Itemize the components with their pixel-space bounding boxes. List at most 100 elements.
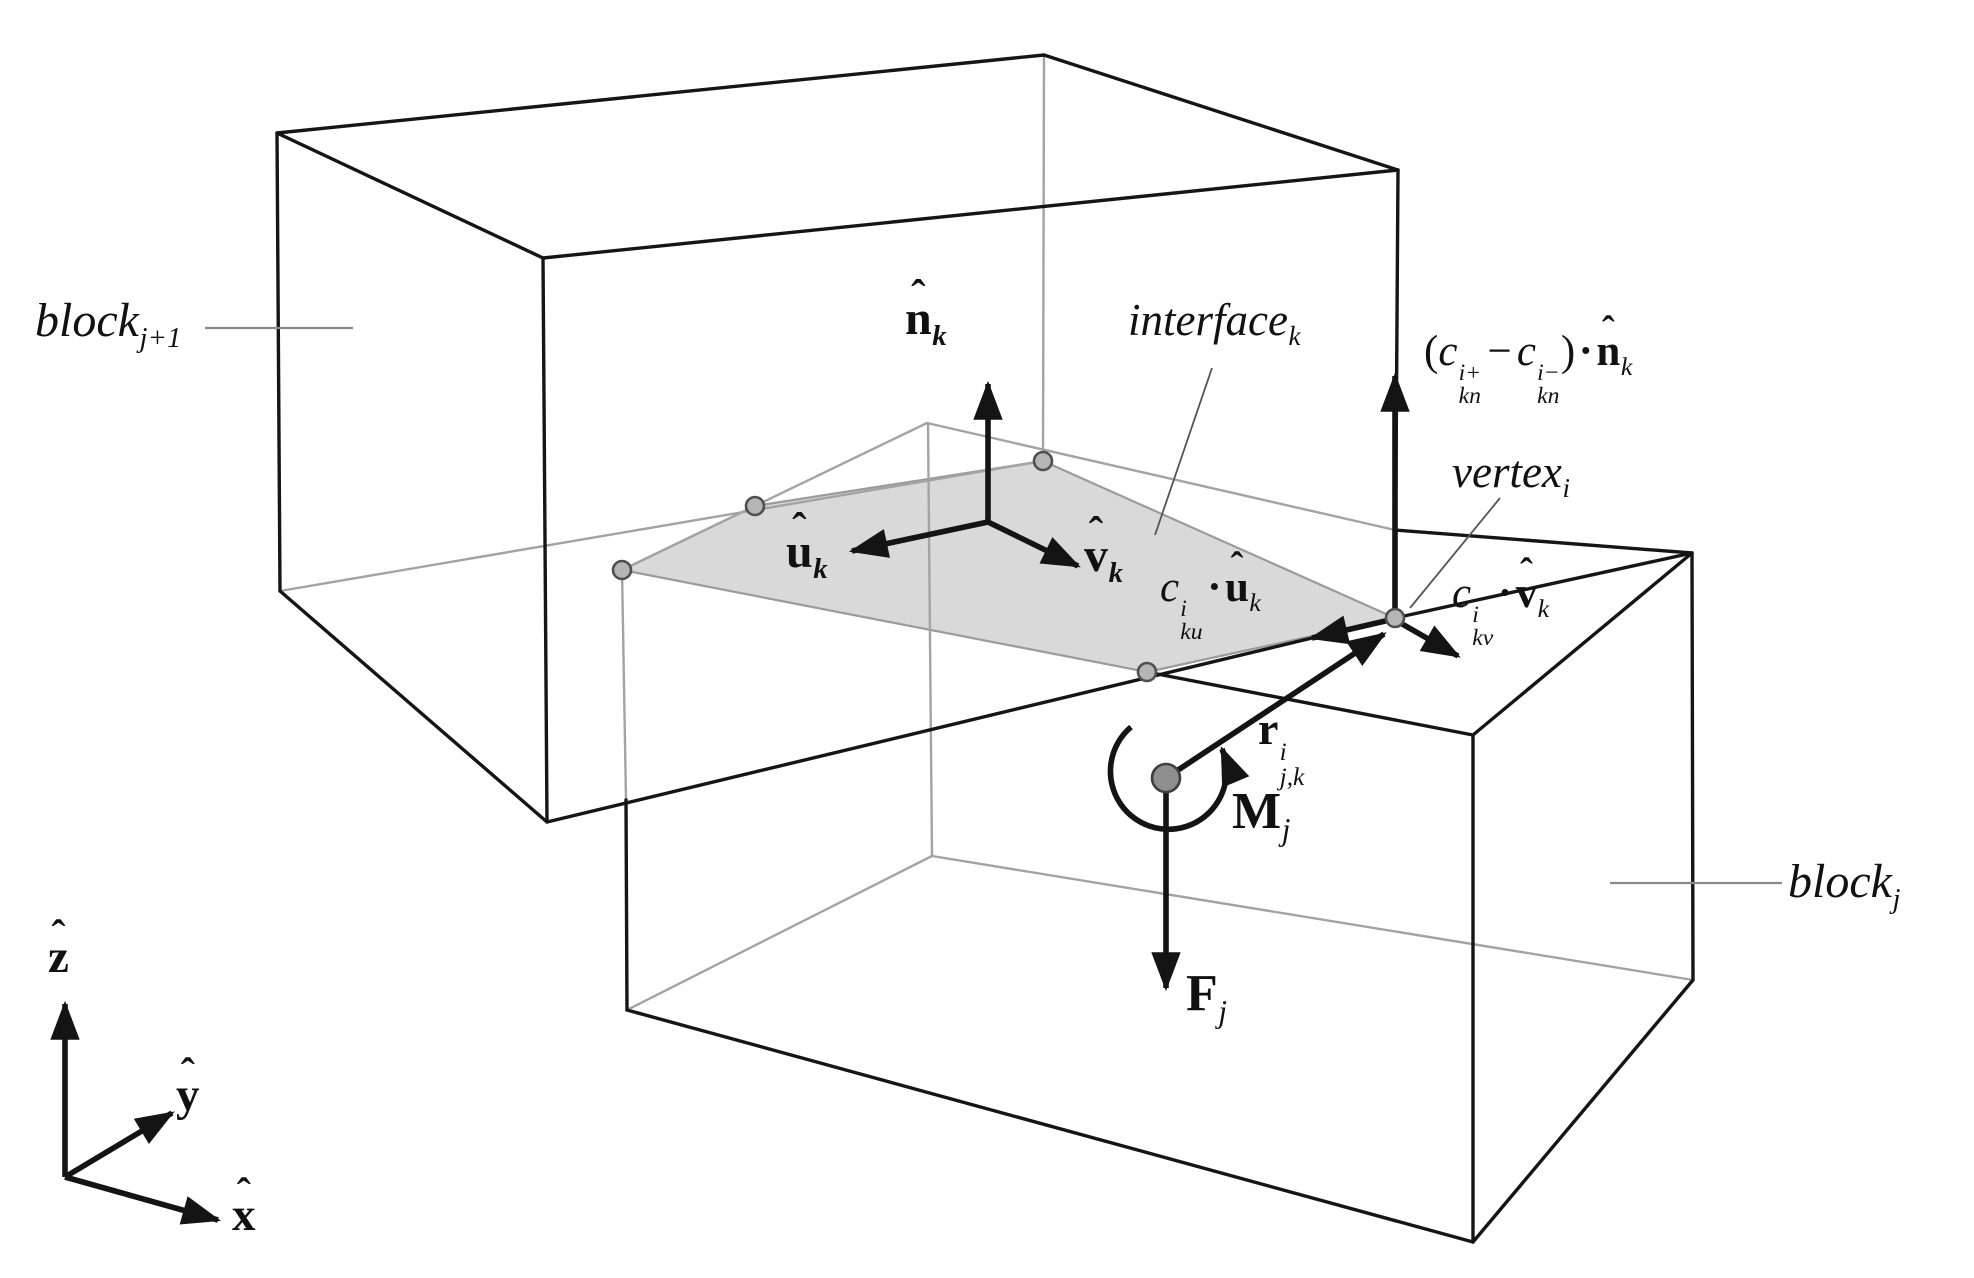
- interface-polygon: [618, 459, 1399, 674]
- v-hat-arrow: [986, 519, 1081, 569]
- block-upper-sub: j+1: [139, 321, 182, 354]
- ckn-dot: ·: [1578, 328, 1593, 375]
- z-hat-circumflex: ˆ: [51, 911, 66, 959]
- lower-block-hidden-top-left-edge: [620, 421, 929, 572]
- moment-arc-arrow: [1107, 724, 1250, 833]
- upper-block-outline: [275, 53, 1400, 824]
- lower-block-top-edges: [1145, 528, 1694, 737]
- u-hat-base: u: [786, 525, 813, 578]
- label-moment: Mj: [1232, 783, 1290, 845]
- v-hat-base: v: [1084, 529, 1108, 582]
- ckv-arrow: [1395, 618, 1461, 659]
- ckn-sub2: kn: [1537, 383, 1560, 410]
- lower-block-hidden-bottom-left-edge: [625, 854, 934, 1012]
- u-hat-arrow: [848, 519, 989, 558]
- v-hat-circumflex: ˆ: [1088, 510, 1104, 558]
- vertex-base: vertex: [1452, 447, 1562, 497]
- label-block-upper: blockj+1: [35, 297, 181, 353]
- interface-vertex-dots: [611, 450, 1406, 794]
- upper-block-left-vertical: [275, 131, 282, 593]
- label-block-lower: blockj: [1788, 855, 1901, 914]
- interface-vertex-dot: [744, 495, 766, 517]
- ckn-vec: n: [1596, 328, 1621, 375]
- x-axis-base: x: [232, 1189, 256, 1241]
- upper-block-hidden-back-vertical: [1041, 53, 1046, 463]
- leader-interface: [1154, 367, 1213, 536]
- block-lower-sub: j: [1892, 882, 1901, 915]
- cku-sup: i: [1180, 595, 1187, 622]
- interface-vertex-dot-vertex-i: [1384, 607, 1406, 629]
- cku-arrow: [1308, 615, 1395, 645]
- ckv-sub: kv: [1472, 625, 1494, 652]
- x-axis-arrow: [64, 1174, 222, 1225]
- block-lower-base: block: [1788, 855, 1892, 908]
- ckn-coef1: c: [1438, 328, 1458, 375]
- v-hat-sub: k: [1108, 556, 1123, 589]
- coordinate-axes: [50, 1000, 222, 1225]
- interface-vertex-dot: [611, 559, 633, 581]
- ckn-sub1: kn: [1458, 383, 1481, 410]
- cku-vec-hat: ˆ: [1230, 546, 1244, 589]
- force-sub: j: [1218, 993, 1228, 1029]
- y-axis-base: y: [176, 1069, 200, 1121]
- y-hat-circumflex: ˆ: [180, 1049, 195, 1097]
- u-hat-circumflex: ˆ: [792, 506, 807, 554]
- block-centroid-dot: [1150, 762, 1182, 794]
- ckv-coef: c: [1452, 570, 1472, 617]
- ckv-vec-hat: ˆ: [1519, 552, 1533, 595]
- z-axis-base: z: [48, 931, 69, 983]
- lower-block-bottom-edges: [625, 978, 1695, 1244]
- lower-block-outline: [624, 528, 1695, 1244]
- interface-vertex-dot: [1032, 450, 1054, 472]
- ckn-coef2: c: [1516, 328, 1536, 375]
- lower-block-hidden-top-back-edge: [925, 421, 1397, 532]
- force-base: F: [1186, 965, 1218, 1022]
- moment-sub: j: [1281, 811, 1291, 847]
- n-hat-base: n: [905, 292, 932, 345]
- ckn-sup1: i+: [1458, 359, 1482, 386]
- label-force: Fj: [1186, 965, 1227, 1027]
- ckn-close-paren: ): [1560, 328, 1576, 375]
- ckn-minus: −: [1487, 328, 1512, 375]
- hidden-edges: [278, 53, 1695, 1012]
- ckv-vecsub: k: [1537, 593, 1550, 623]
- n-hat-sub: k: [932, 319, 947, 352]
- ckn-open-paren: (: [1424, 328, 1439, 375]
- lower-block-hidden-back-vertical: [926, 421, 934, 858]
- lower-block-left-vertical: [624, 798, 629, 1012]
- upper-block-front-vertical: [541, 256, 549, 824]
- ckn-sup2: i−: [1537, 359, 1560, 386]
- lower-block-top-edge-from-vertex: [1393, 551, 1694, 620]
- ckn-vec-hat: ˆ: [1601, 310, 1615, 353]
- rjk-sup: i: [1279, 737, 1287, 766]
- r-jk-arrow: [1164, 631, 1387, 781]
- ckn-vecsub: k: [1620, 351, 1633, 381]
- vertex-sub: i: [1562, 473, 1570, 504]
- cku-vecsub: k: [1249, 587, 1261, 617]
- upper-block-hidden-bottom-edge: [278, 459, 1045, 593]
- n-hat-circumflex: ˆ: [911, 273, 926, 321]
- x-hat-circumflex: ˆ: [236, 1169, 251, 1217]
- rjk-sub: j,k: [1279, 762, 1305, 791]
- label-interface: interfacek: [1128, 298, 1300, 350]
- cku-coef: c: [1160, 564, 1180, 611]
- ckv-sup: i: [1472, 601, 1479, 628]
- moment-base: M: [1232, 783, 1282, 840]
- label-vertex: vertexi: [1452, 447, 1570, 502]
- u-hat-sub: k: [813, 552, 828, 585]
- cku-sub: ku: [1180, 619, 1203, 646]
- upper-block-top-face: [275, 53, 1400, 260]
- upper-block-bottom-edges: [278, 589, 1397, 824]
- lower-block-hidden-bottom-back-edge: [930, 854, 1695, 982]
- ckv-dot: ·: [1497, 570, 1513, 617]
